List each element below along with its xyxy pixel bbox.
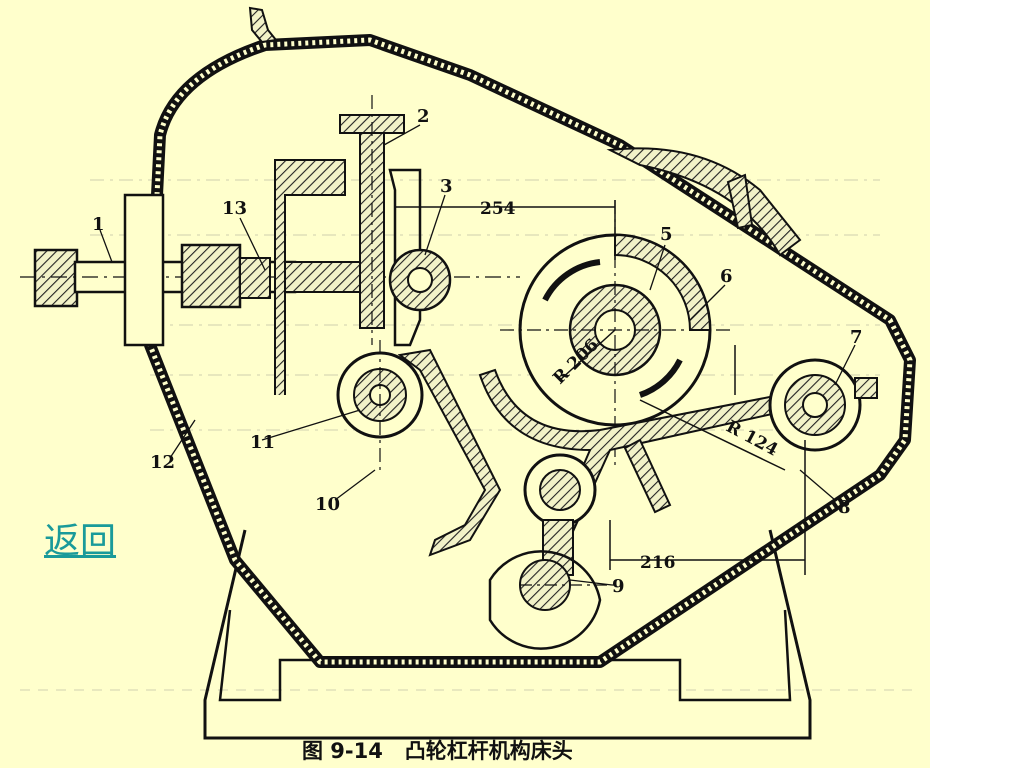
label-11: 11 (250, 432, 275, 453)
label-7: 7 (850, 327, 863, 348)
dim-216: 216 (640, 553, 676, 573)
back-link[interactable]: 返回 (44, 521, 117, 562)
label-6: 6 (720, 266, 733, 287)
label-2: 2 (417, 106, 430, 127)
mechanism-drawing: 1 2 3 5 6 7 8 9 10 11 12 13 254 216 R 12… (20, 6, 920, 740)
label-3: 3 (440, 176, 453, 197)
label-1: 1 (92, 214, 105, 235)
leader-lines (99, 124, 856, 586)
lever-10 (397, 348, 502, 557)
spindle-nose (33, 248, 79, 308)
lifting-eye (248, 6, 278, 44)
coupling-nut (180, 243, 242, 309)
slide: 1 2 3 5 6 7 8 9 10 11 12 13 254 216 R 12… (0, 0, 930, 768)
top-cover (606, 147, 802, 257)
label-5: 5 (660, 224, 673, 245)
base-inner-outline (218, 609, 792, 702)
partition-wall (274, 159, 346, 395)
base-pedestal (203, 529, 812, 740)
label-13: 13 (222, 198, 247, 219)
dimension-lines (395, 200, 806, 575)
label-12: 12 (150, 452, 175, 473)
label-10: 10 (315, 494, 340, 515)
figure-caption: 图 9-14 凸轮杠杆机构床头 (302, 739, 573, 763)
bearing-housing (123, 193, 165, 347)
label-8: 8 (838, 497, 851, 518)
dim-254: 254 (480, 199, 516, 219)
label-9: 9 (612, 576, 625, 597)
part-labels: 1 2 3 5 6 7 8 9 10 11 12 13 (92, 106, 863, 597)
